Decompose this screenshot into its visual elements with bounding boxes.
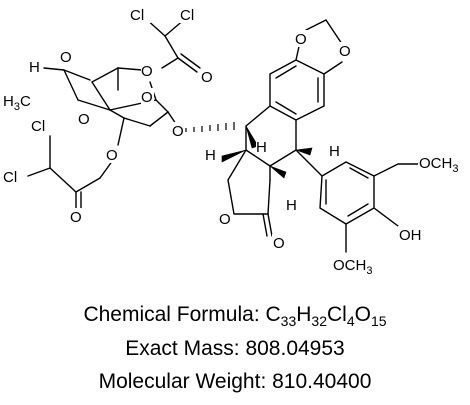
hydroxy-group: OH bbox=[399, 227, 422, 244]
bond bbox=[155, 99, 169, 113]
bond bbox=[180, 53, 201, 69]
formula-element-symbol: O bbox=[354, 303, 371, 326]
chlorine-atom-4: Cl bbox=[3, 169, 17, 186]
hash-bond bbox=[185, 122, 235, 132]
ester-oxygen-left: O bbox=[106, 147, 118, 164]
bond bbox=[319, 161, 375, 225]
formula-element-symbol: H bbox=[296, 303, 312, 326]
hydrogen-c3: H bbox=[205, 147, 216, 164]
chlorine-atom-3: Cl bbox=[31, 118, 45, 135]
wedge-bond bbox=[245, 125, 259, 149]
molecular-weight-label: Molecular Weight: bbox=[98, 370, 273, 393]
bond bbox=[75, 177, 101, 193]
bond bbox=[43, 67, 65, 71]
chemical-formula-line: Chemical Formula: C33H32Cl4O15 bbox=[0, 302, 470, 328]
carbonyl-oxygen-left: O bbox=[70, 209, 82, 226]
formula-element-count: 33 bbox=[280, 313, 297, 329]
chlorine-atom-2: Cl bbox=[180, 7, 194, 24]
molecular-weight-value: 810.40400 bbox=[272, 370, 372, 393]
hydrogen-c2: H bbox=[286, 197, 297, 214]
bond bbox=[117, 67, 143, 71]
acetal-hydrogen: H bbox=[29, 59, 40, 76]
molecular-weight-line: Molecular Weight: 810.40400 bbox=[0, 369, 470, 395]
bond bbox=[161, 57, 179, 69]
bond bbox=[63, 69, 79, 101]
bond bbox=[373, 207, 399, 227]
formula-element-symbol: C bbox=[265, 303, 281, 326]
chemical-structure: Cl Cl O O O O O O Cl Cl O O H H3C O O H bbox=[2, 6, 468, 277]
bond bbox=[91, 67, 119, 83]
bond bbox=[373, 163, 419, 177]
hydrogen-c4: H bbox=[256, 139, 267, 156]
methoxy-bottom: OCH3 bbox=[333, 257, 372, 277]
bond bbox=[305, 19, 343, 45]
bond bbox=[149, 111, 169, 127]
methyl-group: H3C bbox=[3, 93, 31, 113]
bond bbox=[117, 117, 125, 146]
bond bbox=[177, 57, 198, 73]
methoxy-top: OCH3 bbox=[419, 155, 458, 175]
bond bbox=[27, 167, 51, 177]
bond bbox=[267, 213, 273, 237]
bond bbox=[245, 105, 297, 167]
lactone-ring-oxygen: O bbox=[219, 211, 231, 228]
bond bbox=[325, 167, 369, 217]
formula-element-count: 32 bbox=[311, 313, 327, 329]
bond bbox=[275, 65, 319, 115]
atom-labels: Cl Cl O O O O O O Cl Cl O O H H3C O O H bbox=[2, 6, 468, 277]
acetal-oxygen-b: O bbox=[78, 111, 90, 128]
exact-mass-label: Exact Mass: bbox=[125, 337, 246, 360]
bond bbox=[123, 117, 151, 127]
wedge-bond bbox=[269, 165, 287, 179]
lactone-carbonyl-oxygen: O bbox=[273, 235, 285, 252]
exact-mass-line: Exact Mass: 808.04953 bbox=[0, 336, 470, 362]
bond bbox=[91, 81, 111, 111]
bond bbox=[164, 35, 179, 59]
dioxole-oxygen-1: O bbox=[295, 31, 307, 48]
dioxole-oxygen-2: O bbox=[339, 43, 351, 60]
bond bbox=[63, 69, 91, 81]
formula-element-symbol: Cl bbox=[327, 303, 347, 326]
wedge-bond bbox=[221, 149, 247, 163]
bond bbox=[262, 213, 268, 237]
bond bbox=[77, 99, 111, 111]
chemical-formula-label: Chemical Formula: bbox=[83, 303, 266, 326]
hydrogen-c1: H bbox=[329, 143, 340, 160]
acetal-oxygen-a: O bbox=[60, 49, 72, 66]
glycosidic-oxygen: O bbox=[172, 123, 184, 140]
ring-oxygen: O bbox=[141, 89, 153, 106]
bonds bbox=[27, 17, 419, 253]
bond bbox=[295, 149, 323, 177]
formula-element-count: 4 bbox=[346, 313, 355, 329]
exact-mass-value: 808.04953 bbox=[245, 337, 345, 360]
ester-oxygen-top: O bbox=[141, 63, 153, 80]
wedge-bond bbox=[295, 147, 313, 156]
bond bbox=[227, 149, 271, 215]
formula-element-count: 15 bbox=[370, 313, 387, 329]
bond bbox=[323, 61, 343, 75]
bond bbox=[49, 167, 77, 193]
bond bbox=[109, 109, 125, 119]
carbonyl-oxygen-top: O bbox=[201, 69, 213, 86]
chemical-formula-value: C33H32Cl4O15 bbox=[265, 303, 387, 329]
bond bbox=[269, 59, 325, 121]
chlorine-atom-1: Cl bbox=[130, 7, 144, 24]
